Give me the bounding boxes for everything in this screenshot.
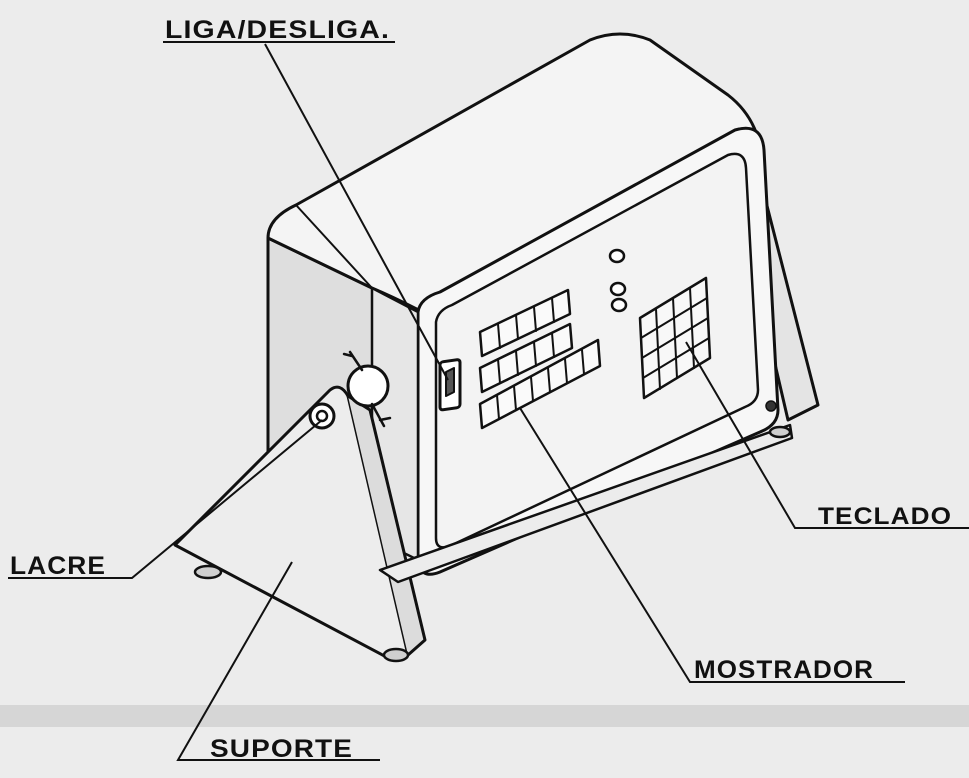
stand-pivot-center <box>315 409 329 423</box>
foot-front <box>382 647 410 663</box>
label-seal: LACRE <box>10 552 106 580</box>
stand-base-bar <box>378 423 794 584</box>
foot-right <box>768 425 792 439</box>
display-row-3 <box>478 338 602 430</box>
top-crease <box>295 204 373 289</box>
display-cell-dividers <box>496 297 585 420</box>
display-row-1 <box>478 288 572 358</box>
label-power-switch: LIGA/DESLIGA. <box>165 16 390 44</box>
label-display: MOSTRADOR <box>694 656 874 684</box>
label-keypad: TECLADO <box>818 503 952 530</box>
display-windows <box>478 288 602 430</box>
leader-power-switch <box>163 41 449 381</box>
power-switch <box>438 358 462 412</box>
display-row-2 <box>478 322 574 394</box>
foot-left <box>193 564 223 580</box>
seal-disc <box>346 364 390 408</box>
indicator-lamp-1 <box>608 248 626 264</box>
label-stand: SUPORTE <box>210 735 353 763</box>
leader-stand <box>176 561 380 761</box>
indicator-lamp-3 <box>610 297 628 313</box>
leader-seal <box>8 419 323 579</box>
panel-screw <box>765 400 777 412</box>
indicator-lamp-2 <box>609 281 627 297</box>
keypad <box>638 276 712 400</box>
leader-display <box>519 407 905 683</box>
leader-keypad <box>685 341 969 529</box>
scan-band <box>0 705 969 727</box>
seal-wire <box>342 350 392 428</box>
